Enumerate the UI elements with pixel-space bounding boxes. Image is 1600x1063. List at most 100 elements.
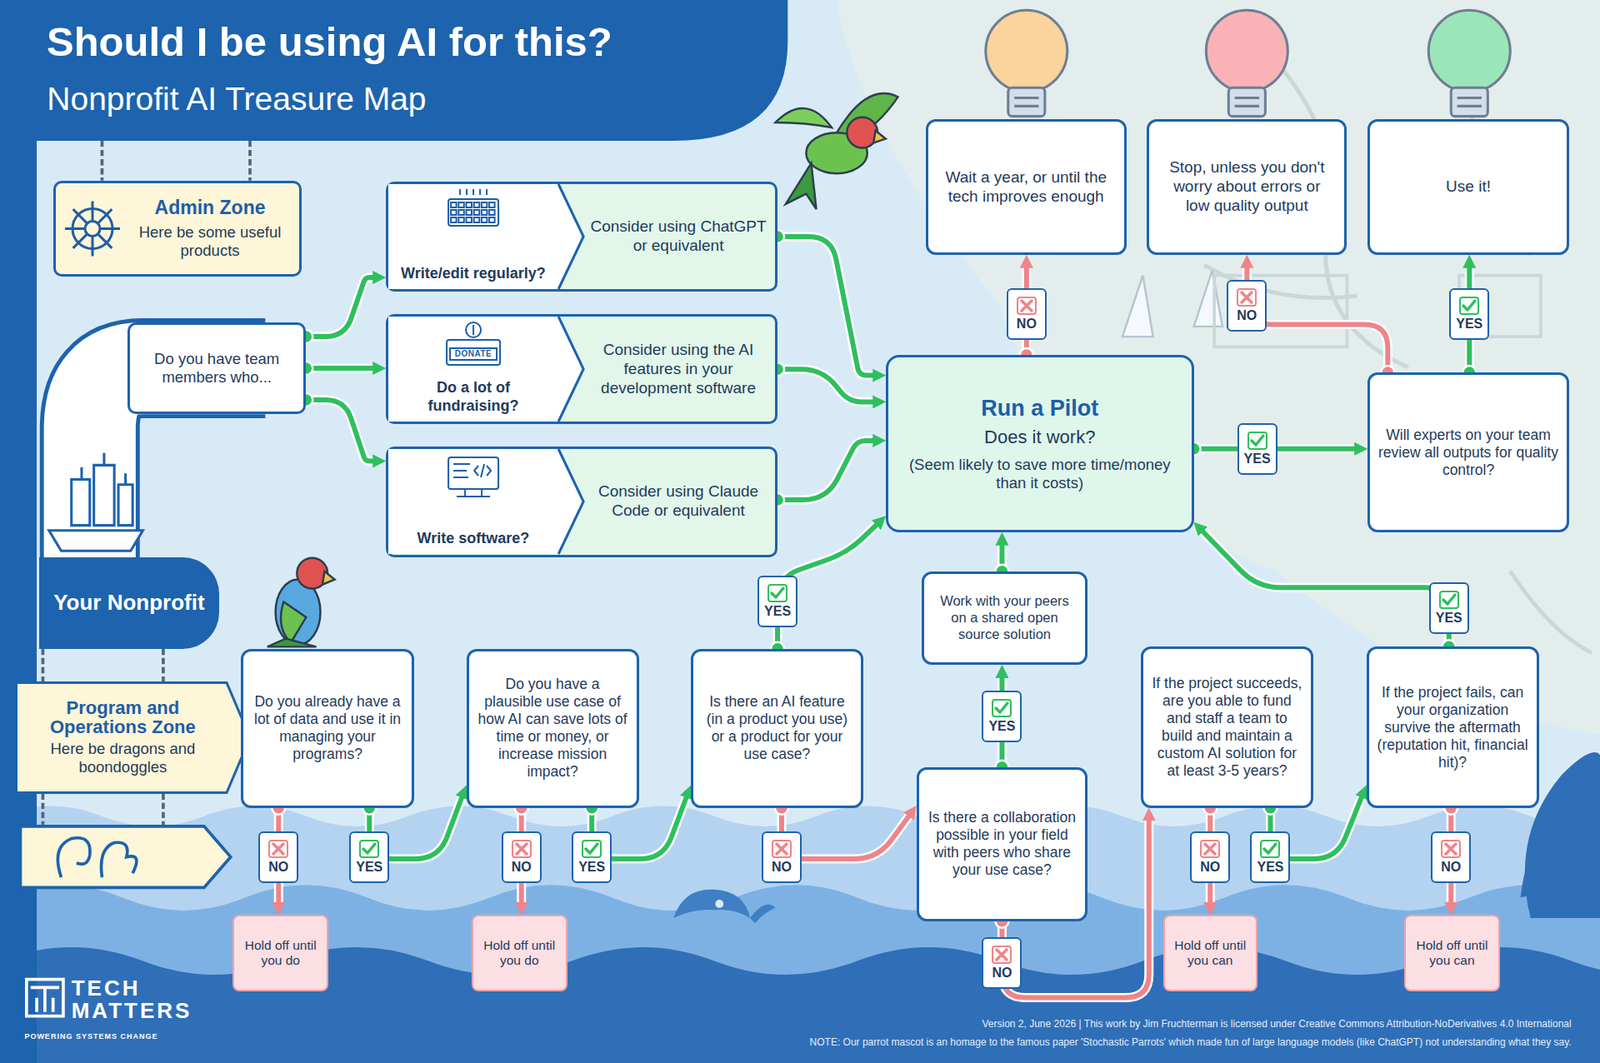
yes-no-badge: NO: [1430, 831, 1471, 884]
hold-box: Hold off until you can: [1163, 915, 1258, 992]
icon-stroke: [481, 217, 488, 223]
option-arrow: [388, 316, 584, 422]
node-text: Stop, unless you don't worry about error…: [1160, 158, 1333, 215]
icon-stroke: [458, 210, 465, 215]
icon-stroke: [85, 220, 100, 236]
yes-no-badge: NO: [1190, 831, 1230, 884]
decision-box: If the project fails, can your organizat…: [1366, 646, 1540, 808]
icon-stroke: [458, 217, 465, 223]
node-text: Run a Pilot: [980, 395, 1099, 422]
connector-casing: [1246, 266, 1388, 373]
icon-stroke: [474, 217, 480, 223]
outcome-box: Wait a year, or until the tech improves …: [925, 119, 1127, 255]
connector-arrow: [305, 400, 375, 461]
yes-no-badge: NO: [501, 831, 542, 884]
icon-stroke: [1200, 840, 1220, 858]
pilot-box: Run a PilotDoes it work? (Seem likely to …: [885, 355, 1195, 533]
icon-stroke: [479, 189, 481, 195]
edge-label: YES: [355, 860, 383, 875]
node-subtext: Here be some useful products: [127, 223, 294, 260]
edge-label: YES: [578, 860, 605, 875]
node-subtext: Consider using ChatGPT or equivalent: [590, 217, 767, 256]
icon-stroke: [90, 235, 94, 256]
icon-stroke: [456, 489, 490, 497]
node-text: Admin Zone: [155, 196, 266, 220]
icon-stroke: [1264, 844, 1276, 854]
icon-stroke: [768, 585, 787, 602]
icon-stroke: [459, 189, 461, 195]
icon-stroke: [1443, 595, 1455, 605]
check-icon: [1459, 296, 1480, 315]
connector-arrow: [305, 277, 375, 337]
header-banner: [0, 0, 788, 141]
yes-no-badge: YES: [571, 831, 612, 884]
cross-icon: [771, 840, 792, 859]
icon-stroke: [458, 202, 465, 208]
node-text: If the project succeeds, are you able to…: [1151, 675, 1303, 780]
edge-label: NO: [511, 860, 532, 875]
option-arrow: [388, 184, 584, 290]
icon-stroke: [1441, 840, 1460, 858]
icon-stroke: [472, 189, 475, 195]
node-text: Do you have team members who...: [138, 350, 295, 387]
icon-stroke: [481, 210, 488, 215]
node-text: Hold off until you can: [1170, 938, 1251, 970]
yes-no-badge: NO: [1226, 280, 1267, 332]
yes-no-badge: NO: [761, 831, 802, 884]
hold-box: Hold off until you do: [471, 915, 568, 992]
node-subtext: Consider using the AI features in your d…: [590, 340, 767, 398]
yes-no-badge: YES: [1449, 288, 1490, 340]
check-icon: [1439, 590, 1460, 610]
icon-stroke: [771, 588, 784, 598]
option-box: Write/edit regularly?Consider using Chat…: [385, 181, 778, 292]
check-icon: [767, 584, 788, 603]
node-subtext: Does it work?: [984, 426, 1095, 449]
start-tab: Your Nonprofit: [39, 557, 220, 650]
node-text: Is there a collaboration possible in you…: [927, 809, 1078, 880]
icon-stroke: [448, 199, 499, 226]
icon-stroke: [450, 217, 457, 223]
decision-box: If the project succeeds, are you able to…: [1140, 646, 1314, 808]
option-box: Do a lot of fundraising? Consider using t…: [385, 314, 778, 425]
yes-no-badge: NO: [981, 937, 1022, 990]
icon-stroke: [450, 202, 457, 208]
icon-stroke: [776, 844, 787, 855]
node-subtext: Here be dragons and boondoggles: [23, 740, 222, 777]
connector-casing: [777, 440, 875, 500]
icon-stroke: [1463, 300, 1475, 310]
yes-no-badge: NO: [1006, 288, 1047, 340]
node-subtext: (Seem likely to save more time/money tha…: [903, 455, 1177, 493]
icon-stroke: [90, 200, 94, 221]
connector-arrow: [1201, 530, 1449, 647]
subtitle: Nonprofit AI Treasure Map: [46, 80, 426, 120]
cross-icon: [1236, 288, 1257, 307]
icon-label: DONATE: [455, 349, 492, 360]
icon-stroke: [465, 217, 472, 223]
edge-label: NO: [1440, 860, 1461, 875]
icon-stroke: [1237, 289, 1256, 306]
icon-stroke: [448, 457, 499, 490]
pennant-shape: [16, 682, 251, 793]
island-map: [836, 0, 1600, 735]
edge-label: NO: [268, 860, 289, 875]
sea-monster: [673, 890, 775, 925]
decision-box: Is there an AI feature (in a product you…: [690, 649, 864, 809]
connector-arrow: [777, 369, 875, 402]
connector-arrow: [777, 440, 875, 500]
node-text: Do a lot of fundraising?: [391, 379, 555, 415]
option-icon: [448, 189, 499, 226]
edge-label: NO: [771, 860, 792, 875]
connector-casing: [1201, 530, 1449, 647]
check-icon: [1247, 431, 1268, 450]
icon-stroke: [1251, 435, 1264, 445]
yes-no-badge: YES: [1250, 831, 1290, 884]
title: Should I be using AI for this?: [46, 18, 613, 65]
icon-stroke: [1205, 844, 1215, 855]
icon-stroke: [582, 840, 601, 858]
yes-no-badge: YES: [1429, 582, 1470, 635]
icon-stroke: [485, 189, 488, 195]
icon-stroke: [512, 840, 531, 858]
icon-stroke: [481, 202, 488, 208]
check-icon: [581, 840, 602, 859]
